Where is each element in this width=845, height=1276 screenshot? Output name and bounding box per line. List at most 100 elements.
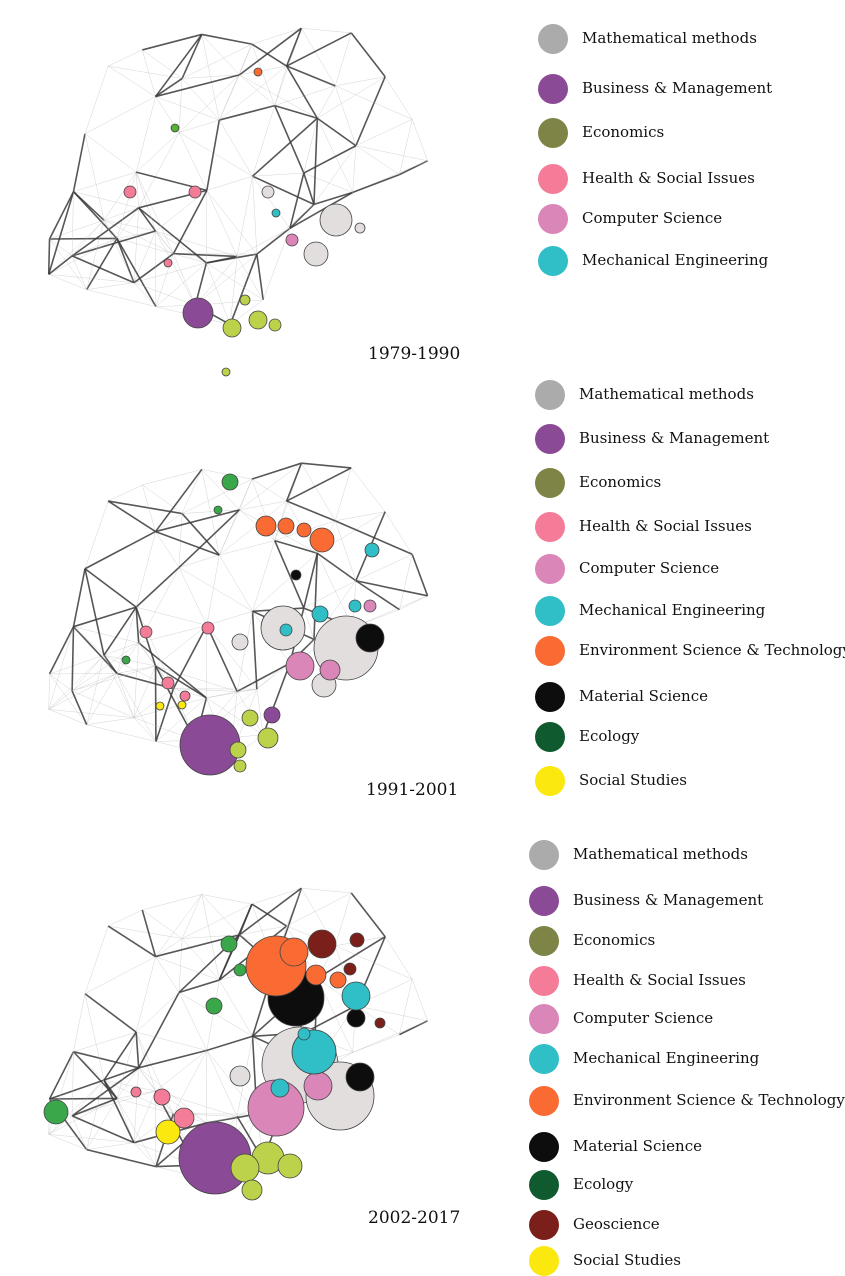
period-label: 1991-2001	[356, 776, 468, 804]
legend-label: Ecology	[573, 1175, 633, 1193]
field-node	[131, 1087, 141, 1097]
field-node	[278, 1154, 302, 1178]
legend-swatch	[535, 596, 565, 626]
network-edge	[136, 607, 173, 689]
network-edge	[252, 463, 302, 479]
network-edge	[156, 75, 240, 97]
network-edge	[385, 77, 412, 120]
legend-label: Business & Management	[573, 891, 763, 909]
legend-label: Social Studies	[573, 1251, 681, 1269]
legend-swatch	[538, 246, 568, 276]
network-edge	[335, 521, 356, 581]
network-edge	[73, 1052, 116, 1099]
network-edge	[104, 655, 134, 718]
network-edge	[85, 134, 136, 172]
field-node	[240, 295, 250, 305]
network-edge	[134, 1068, 139, 1143]
network-edge	[179, 992, 207, 1050]
network-edge	[108, 910, 142, 926]
field-node	[264, 707, 280, 723]
network-edge	[72, 238, 117, 255]
field-node	[320, 660, 340, 680]
field-node	[154, 1089, 170, 1105]
legend-swatch	[535, 766, 565, 796]
network-edge	[142, 894, 202, 910]
network-edge	[156, 231, 196, 305]
legend-swatch	[538, 118, 568, 148]
network-edge	[335, 33, 351, 86]
network-edge	[136, 957, 155, 1033]
network-edge	[252, 904, 287, 926]
field-node	[178, 701, 186, 709]
field-node	[180, 715, 240, 775]
network-edge	[104, 220, 117, 238]
network-edge	[87, 283, 134, 290]
field-node	[242, 710, 258, 726]
legend-swatch	[538, 74, 568, 104]
network-edge	[317, 553, 356, 580]
network-edge	[117, 1098, 156, 1166]
network-edge	[73, 192, 103, 220]
field-node	[258, 728, 278, 748]
network-edge	[108, 485, 142, 501]
legend-label: Computer Science	[582, 209, 722, 227]
field-node	[272, 209, 280, 217]
network-edge	[335, 86, 412, 119]
network-edge	[73, 607, 136, 627]
field-node	[304, 242, 328, 266]
field-node	[356, 624, 384, 652]
network-edge	[287, 66, 336, 86]
network-edge	[72, 627, 73, 691]
network-edge	[257, 689, 263, 735]
field-node	[306, 965, 326, 985]
network-edge	[136, 992, 179, 1032]
network-edge	[335, 86, 356, 146]
legend-label: Computer Science	[579, 559, 719, 577]
network-edge	[104, 655, 117, 673]
network-edge	[252, 28, 302, 44]
network-edge	[117, 673, 134, 717]
field-node	[280, 624, 292, 636]
network-edge	[87, 290, 156, 307]
field-node	[286, 234, 298, 246]
network-edge	[207, 1036, 253, 1050]
field-node	[222, 368, 230, 376]
legend-swatch	[529, 1086, 559, 1116]
network-edge	[134, 283, 195, 306]
field-node	[140, 626, 152, 638]
network-edge	[134, 643, 139, 718]
network-edge	[104, 643, 139, 655]
network-edge	[85, 994, 136, 1032]
legend-swatch	[538, 204, 568, 234]
network-edge	[287, 893, 352, 926]
field-node	[365, 543, 379, 557]
field-node	[342, 982, 370, 1010]
network-edge	[72, 192, 73, 256]
network-edge	[351, 468, 385, 512]
legend-swatch	[529, 1246, 559, 1276]
network-edge	[87, 655, 104, 724]
network-edge	[304, 581, 356, 608]
legend-label: Mechanical Engineering	[573, 1049, 759, 1067]
legend-swatch	[529, 1044, 559, 1074]
network-edge	[219, 75, 239, 120]
network-edge	[72, 1116, 134, 1143]
network-edge	[49, 239, 50, 274]
field-node	[355, 223, 365, 233]
field-node	[180, 691, 190, 701]
field-node	[291, 570, 301, 580]
field-node	[278, 518, 294, 534]
network-edge	[117, 208, 139, 239]
network-edge	[257, 254, 263, 300]
field-node	[262, 186, 274, 198]
legend-label: Economics	[579, 473, 661, 491]
network-edge	[237, 663, 290, 691]
legend-swatch	[529, 886, 559, 916]
legend-label: Health & Social Issues	[582, 169, 755, 187]
field-node	[214, 506, 222, 514]
network-edge	[136, 1032, 207, 1050]
network-edge	[351, 33, 385, 77]
network-edge	[73, 569, 85, 627]
legend-label: Mathematical methods	[582, 29, 757, 47]
network-edge	[87, 1143, 134, 1150]
